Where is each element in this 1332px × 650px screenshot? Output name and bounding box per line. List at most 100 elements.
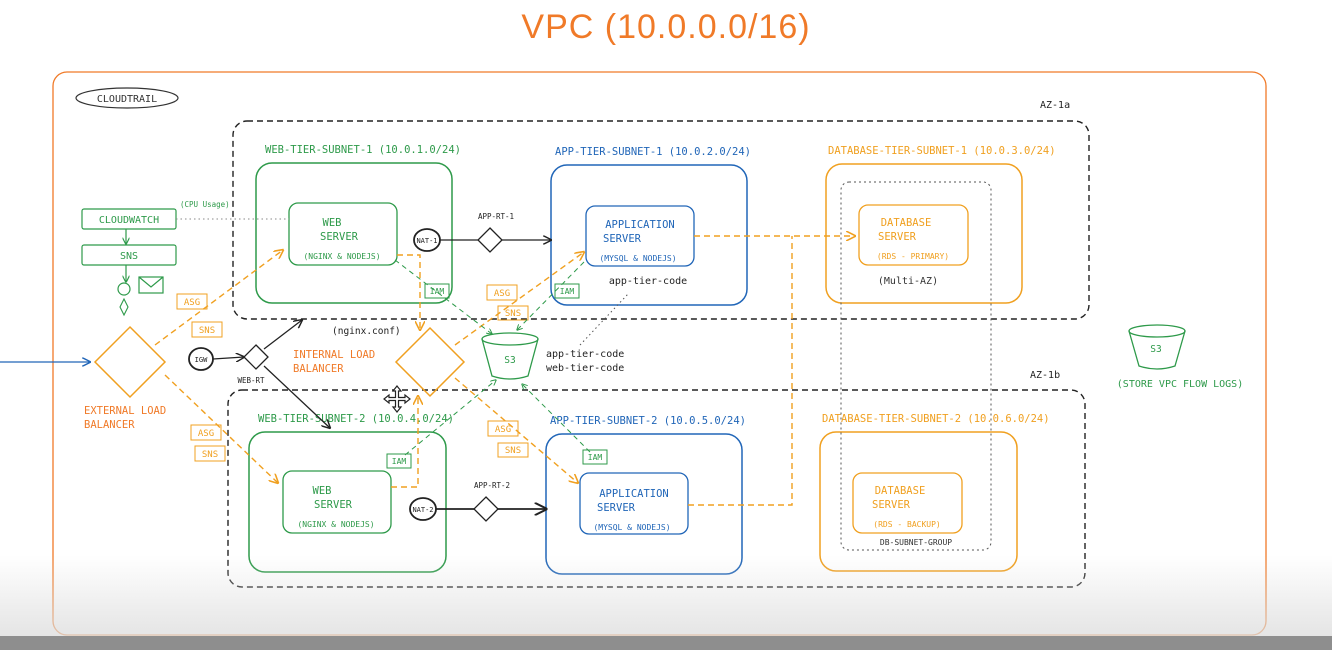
s3-flow-logs-bucket-icon <box>1128 324 1186 370</box>
az-1b-box <box>227 389 1086 588</box>
az-1a-box <box>232 120 1090 320</box>
bottom-scrollbar[interactable] <box>0 636 1332 650</box>
app-tier-subnet-2 <box>545 433 743 575</box>
web-rt-diamond <box>243 344 269 370</box>
web-tier-subnet-1 <box>255 162 453 304</box>
asg-tag-external-bottom <box>190 424 222 441</box>
application-server-1-sub: (MYSQL & NODEJS) <box>599 254 676 263</box>
web-server-1-line2: SERVER <box>320 231 359 243</box>
iam-tag-app-2-label: IAM <box>588 453 603 462</box>
elb-to-web-server-2-arrow <box>164 374 278 483</box>
asg-tag-app-top <box>486 284 518 301</box>
s3-bucket-label: S3 <box>504 355 515 366</box>
asg-tag-app-top-label: ASG <box>494 289 510 299</box>
db-subnet-group-box <box>840 181 992 551</box>
ilb-to-app-server-1 <box>454 252 584 346</box>
database-server-backup <box>852 472 963 534</box>
web-2-iam-to-s3 <box>404 380 496 456</box>
iam-tag-app-1 <box>554 283 580 299</box>
application-server-2-line1: APPLICATION <box>599 488 669 500</box>
igw-to-web-rt <box>212 357 244 359</box>
web-server-1 <box>288 202 398 266</box>
sns-tag-app-bottom-label: SNS <box>505 446 521 456</box>
elb-to-web-server-1-arrow <box>154 250 283 346</box>
internal-lb-line2: BALANCER <box>293 363 344 375</box>
asg-tag-external-top <box>176 293 208 310</box>
app-server-2-to-db-primary <box>688 236 793 506</box>
db-subnet-group-label: DB-SUBNET-GROUP <box>880 538 952 547</box>
sns-tag-app-bottom <box>497 442 529 458</box>
web-rt-label: WEB-RT <box>237 376 265 385</box>
nginx-conf-label: (nginx.conf) <box>332 326 401 337</box>
application-server-2-sub: (MYSQL & NODEJS) <box>593 523 670 532</box>
external-load-balancer <box>93 325 167 399</box>
database-tier-subnet-1 <box>825 163 1023 304</box>
sns-tag-app-top <box>497 305 529 321</box>
app-1-iam-to-s3 <box>517 261 585 330</box>
ilb-to-app-server-2 <box>454 377 578 483</box>
nat-2-label: NAT-2 <box>412 506 433 514</box>
sns-tag-external-bottom-label: SNS <box>202 450 218 460</box>
sns-tag-external-top-label: SNS <box>199 326 215 336</box>
iam-tag-app-1-label: IAM <box>560 287 575 296</box>
asg-tag-app-bottom-label: ASG <box>495 425 511 435</box>
page-title: VPC (10.0.0.0/16) <box>521 8 811 46</box>
iam-tag-web-2 <box>386 453 412 469</box>
app-rt-1-diamond <box>477 227 503 253</box>
alarm-circle-icon <box>117 282 131 296</box>
multi-az-label: (Multi-AZ) <box>878 276 938 287</box>
app-rt-2-diamond <box>473 496 499 522</box>
alarm-droplet-icon <box>119 297 129 317</box>
internal-load-balancer <box>394 326 466 398</box>
web-rt-to-subnet-2 <box>263 365 330 428</box>
igw-label: IGW <box>195 356 208 364</box>
database-tier-subnet-2-label: DATABASE-TIER-SUBNET-2 (10.0.6.0/24) <box>822 413 1050 425</box>
application-server-1-line2: SERVER <box>603 233 642 245</box>
cloudwatch-label: CLOUDWATCH <box>99 215 159 226</box>
database-server-primary <box>858 204 969 266</box>
external-lb-line2: BALANCER <box>84 419 135 431</box>
cpu-usage-label: (CPU Usage) <box>180 200 230 209</box>
bottom-shade <box>0 555 1332 650</box>
app-tier-subnet-1-label: APP-TIER-SUBNET-1 (10.0.2.0/24) <box>555 146 751 158</box>
s3-flow-logs-label: S3 <box>1150 344 1161 355</box>
app-tier-subnet-1 <box>550 164 748 306</box>
app-tier-code-s3-label: app-tier-code <box>546 349 624 360</box>
application-server-1-line1: APPLICATION <box>605 219 675 231</box>
cloudtrail-badge <box>75 87 179 109</box>
application-server-2 <box>579 472 689 535</box>
web-server-2-sub: (NGINX & NODEJS) <box>297 520 374 529</box>
iam-tag-web-1 <box>424 283 450 299</box>
sns-tag-external-bottom <box>194 445 226 462</box>
move-cursor-icon <box>383 385 411 413</box>
app-2-iam-to-s3 <box>522 384 591 453</box>
sns-topic-label: SNS <box>120 251 138 262</box>
s3-bucket-icon <box>481 332 539 380</box>
web-server-1-sub: (NGINX & NODEJS) <box>303 252 380 261</box>
email-icon <box>138 276 164 294</box>
database-tier-subnet-1-label: DATABASE-TIER-SUBNET-1 (10.0.3.0/24) <box>828 145 1056 157</box>
internal-lb-line1: INTERNAL LOAD <box>293 349 375 361</box>
app-tier-code-label-1: app-tier-code <box>609 276 687 287</box>
s3-flow-logs-caption: (STORE VPC FLOW LOGS) <box>1117 379 1243 390</box>
web-tier-code-s3-label: web-tier-code <box>546 363 624 374</box>
asg-tag-app-bottom <box>487 420 519 437</box>
iam-tag-web-1-label: IAM <box>430 287 445 296</box>
iam-tag-app-2 <box>582 449 608 465</box>
sns-tag-app-top-label: SNS <box>505 309 521 319</box>
iam-tag-web-2-label: IAM <box>392 457 407 466</box>
web-rt-to-subnet-1 <box>263 320 302 350</box>
database-server-backup-line1: DATABASE <box>875 485 926 497</box>
web-tier-subnet-2-label: WEB-TIER-SUBNET-2 (10.0.4.0/24) <box>258 413 454 425</box>
app-rt-1-label: APP-RT-1 <box>478 212 514 221</box>
external-lb-line1: EXTERNAL LOAD <box>84 405 166 417</box>
app-rt-2-label: APP-RT-2 <box>474 481 510 490</box>
web-server-2-line2: SERVER <box>314 499 353 511</box>
database-server-primary-line2: SERVER <box>878 231 917 243</box>
nat-1-label: NAT-1 <box>416 237 437 245</box>
web-server-2 <box>282 470 392 534</box>
asg-tag-external-top-label: ASG <box>184 298 200 308</box>
sns-topic-box <box>81 244 177 266</box>
database-server-backup-sub: (RDS - BACKUP) <box>873 520 940 529</box>
